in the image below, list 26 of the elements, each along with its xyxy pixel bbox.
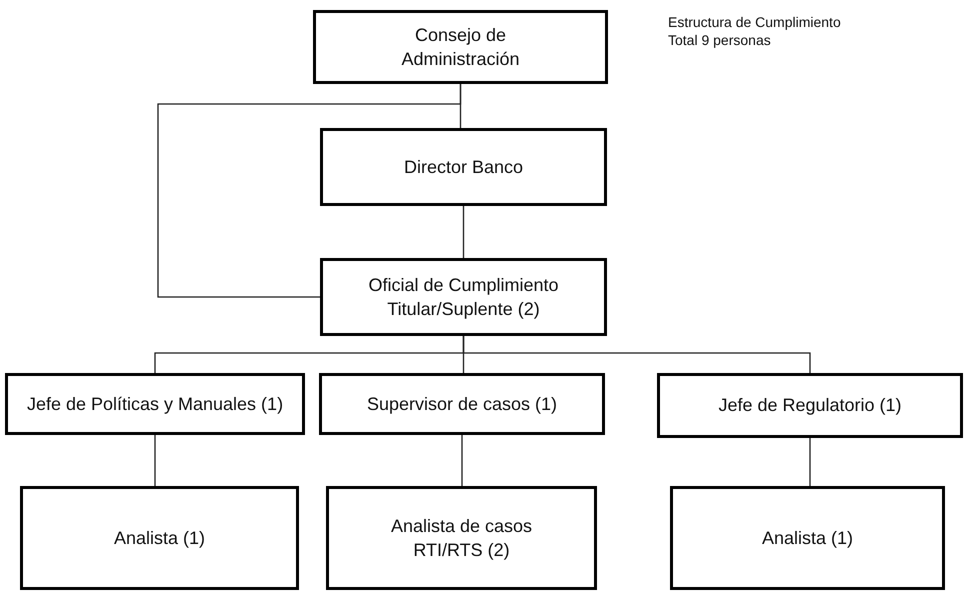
connector-line [157,84,462,298]
org-box [326,486,597,590]
role-text: Oficial de Cumplimiento Titular/Suplente (2) [367,274,560,321]
connector-line [462,206,464,258]
connector-line [154,435,156,486]
org-box [657,373,963,438]
role-text: Jefe de Regulatorio (1) [718,394,902,418]
org-box [319,373,605,435]
role-text: Director Banco [404,156,524,179]
note-text: Total 9 personas [668,32,771,48]
org-box [320,128,607,206]
org-box [670,486,945,590]
connector-line [461,435,463,486]
role-text: Jefe de Políticas y Manuales (1) [26,392,284,416]
connector-line [809,438,811,486]
role-text: Analista de casos RTI/RTS (2) [390,514,534,562]
note-text: Estructura de Cumplimiento [668,14,841,30]
role-text: Analista (1) [762,526,854,550]
connector-line [462,336,811,373]
org-box [313,10,608,84]
role-text: Supervisor de casos (1) [366,392,558,416]
org-box [20,486,299,590]
role-text: Analista (1) [114,526,206,550]
org-box [5,373,305,435]
role-text: Consejo de Administración [400,24,521,71]
org-box [320,258,607,336]
